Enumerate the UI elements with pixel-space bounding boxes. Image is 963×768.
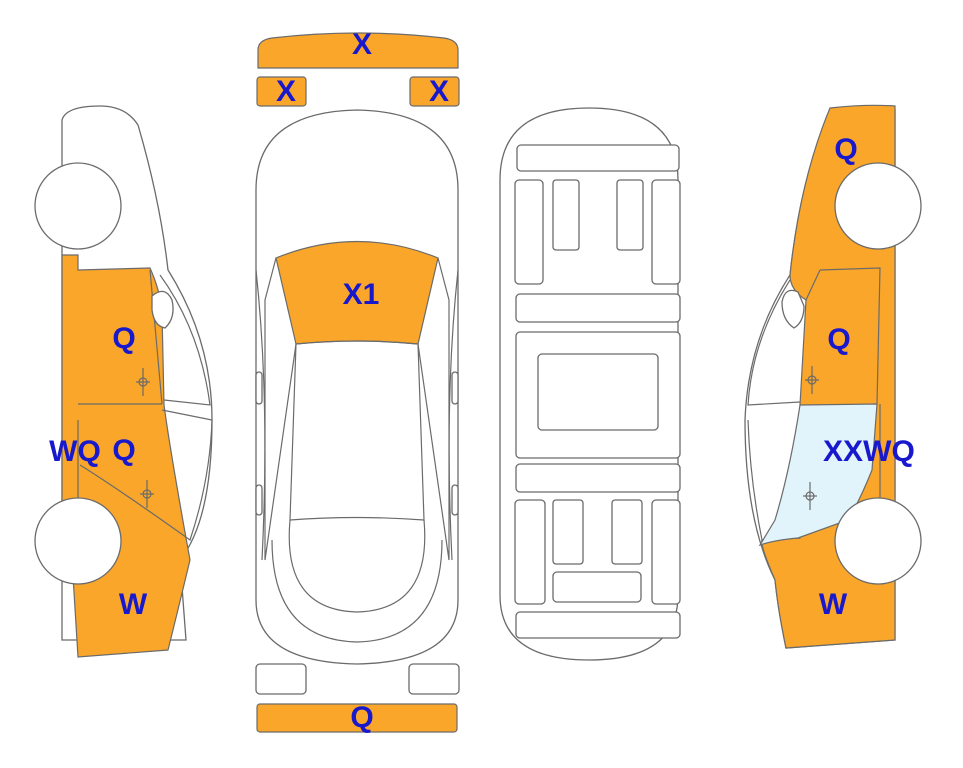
rear-window-line bbox=[288, 519, 426, 613]
trunk-line bbox=[271, 539, 443, 643]
label-right-front-door: Q bbox=[827, 323, 850, 356]
floor-rear-left-rail bbox=[514, 499, 546, 605]
left-mirror bbox=[151, 290, 174, 329]
floor-front-crossmember bbox=[516, 144, 680, 172]
floor-front-right-rail bbox=[651, 179, 681, 285]
left-front-wheel bbox=[34, 162, 122, 250]
right-rear-door-handle bbox=[803, 482, 817, 510]
right-window-front bbox=[747, 279, 801, 406]
left-front-door-handle bbox=[136, 368, 150, 396]
floor-rear-right-inner bbox=[611, 499, 643, 565]
label-left-rear-door: Q bbox=[112, 434, 135, 467]
right-window-lower bbox=[747, 419, 763, 541]
left-window-front bbox=[159, 274, 211, 406]
floor-rear-right-rail bbox=[651, 499, 681, 605]
floor-front-left-rail bbox=[514, 179, 544, 285]
floor-rear-left-inner bbox=[552, 499, 584, 565]
label-left-rear-quarter: W bbox=[119, 588, 148, 621]
left-door-rear-edge bbox=[149, 269, 163, 405]
floor-front-left-inner bbox=[552, 179, 580, 251]
label-right-top-quarter: Q bbox=[834, 133, 857, 166]
top-view-body bbox=[255, 109, 459, 665]
label-right-rear-quarter: W bbox=[819, 588, 848, 621]
floor-plan-view bbox=[499, 107, 681, 661]
left-rear-wheel bbox=[34, 497, 122, 585]
front-bumper-panel[interactable] bbox=[257, 32, 459, 69]
label-hood: X1 bbox=[343, 278, 380, 311]
floor-rear-crossmember bbox=[515, 611, 681, 639]
floor-front-right-inner bbox=[616, 179, 644, 251]
floor-rear-tank bbox=[552, 571, 642, 603]
right-front-door-handle bbox=[805, 366, 819, 394]
damage-labels: X X X X1 Q Q Q WQ W Q Q XX WQ W bbox=[49, 28, 915, 734]
right-door-front-edge bbox=[805, 269, 821, 301]
mirror-right-rear bbox=[451, 484, 459, 516]
right-mirror bbox=[781, 289, 805, 329]
floor-mid-front-bar bbox=[515, 293, 681, 323]
left-window-rear bbox=[79, 409, 213, 541]
right-body-line bbox=[448, 269, 459, 561]
right-side-view bbox=[744, 104, 922, 649]
mirror-right bbox=[451, 371, 459, 405]
label-front-bumper: X bbox=[352, 28, 372, 61]
floor-center-panel bbox=[537, 353, 659, 431]
mirror-left bbox=[255, 371, 263, 405]
label-headlight-left: X bbox=[276, 75, 296, 108]
mirror-left-rear bbox=[255, 484, 263, 516]
taillight-left bbox=[255, 663, 307, 695]
top-view bbox=[255, 32, 460, 733]
left-rear-door-handle bbox=[140, 480, 154, 508]
floor-mid-rear-bar bbox=[515, 463, 681, 493]
label-rear-bumper: Q bbox=[350, 701, 373, 734]
label-left-front-door: Q bbox=[112, 322, 135, 355]
right-door-top bbox=[819, 267, 881, 405]
label-right-rocker: WQ bbox=[863, 435, 915, 468]
left-side-view bbox=[34, 105, 213, 658]
label-headlight-right: X bbox=[429, 75, 449, 108]
label-left-rocker: WQ bbox=[49, 435, 101, 468]
headlight-left-panel[interactable] bbox=[256, 76, 307, 107]
taillight-right bbox=[408, 663, 460, 695]
right-front-wheel bbox=[834, 162, 922, 250]
right-rear-wheel bbox=[834, 497, 922, 585]
rear-bumper-panel[interactable] bbox=[256, 703, 458, 733]
label-right-window: XX bbox=[823, 435, 863, 468]
left-body-line bbox=[255, 269, 266, 561]
headlight-right-panel[interactable] bbox=[409, 76, 460, 107]
